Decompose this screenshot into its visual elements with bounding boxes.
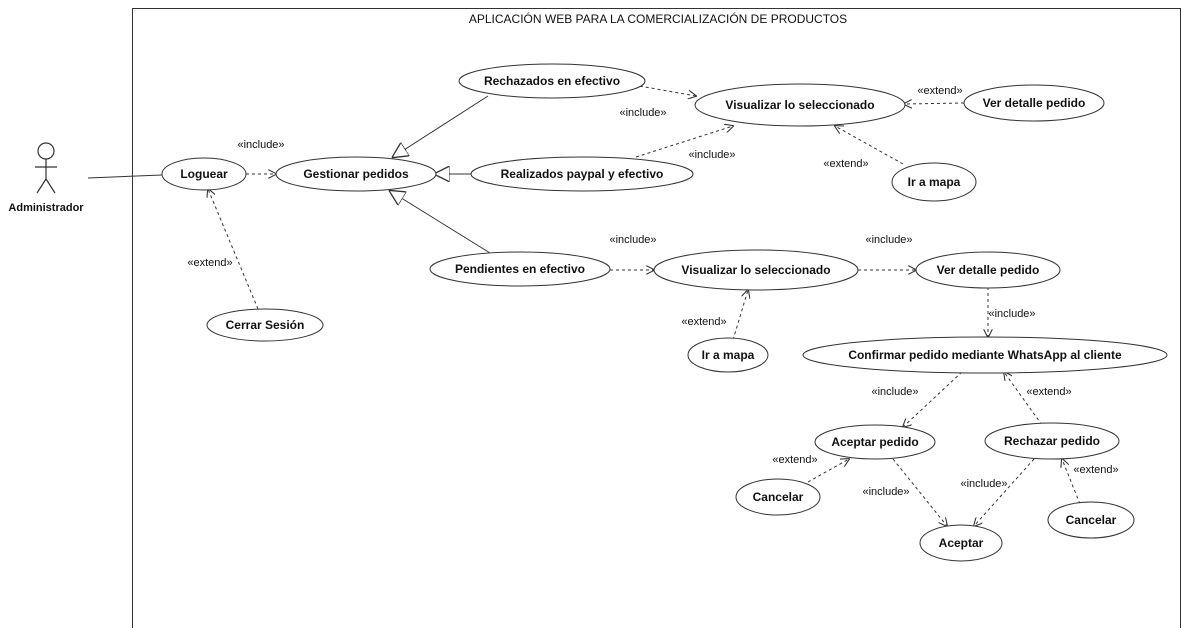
use-case-label: Loguear — [180, 167, 228, 181]
use-case-rechazar-pedido[interactable]: Rechazar pedido — [984, 422, 1120, 460]
label-include-pendientes: «include» — [609, 234, 656, 246]
use-case-cancelar-1[interactable]: Cancelar — [735, 478, 821, 516]
use-case-label: Realizados paypal y efectivo — [501, 167, 664, 181]
actor-label: Administrador — [8, 202, 84, 214]
label-extend-cancelar1: «extend» — [772, 454, 817, 466]
actor-head — [37, 142, 55, 160]
use-case-label: Rechazar pedido — [1004, 434, 1100, 448]
use-case-gestionar-pedidos[interactable]: Gestionar pedidos — [275, 156, 437, 192]
use-case-ver-detalle-pedido-1[interactable]: Ver detalle pedido — [963, 84, 1105, 122]
use-case-label: Gestionar pedidos — [303, 167, 409, 181]
use-case-label: Pendientes en efectivo — [455, 262, 585, 276]
label-extend-verdetalle: «extend» — [917, 85, 962, 97]
extend-cerrar-loguear — [208, 189, 259, 310]
use-case-label: Rechazados en efectivo — [484, 74, 620, 88]
label-include-realizados: «include» — [688, 149, 735, 161]
extend-verdetalle-visualizar — [904, 103, 965, 104]
include-rechazar-aceptar — [974, 458, 1035, 526]
extend-rechazar-confirmar — [1004, 372, 1043, 426]
relationship-labels: «include» «extend» «include» «include» «… — [187, 85, 1118, 498]
use-case-label: Cancelar — [753, 490, 804, 504]
use-case-label: Aceptar — [939, 536, 984, 550]
label-extend-cerrar: «extend» — [187, 257, 232, 269]
use-case-label: Ir a mapa — [702, 348, 755, 362]
association-actor-loguear — [87, 174, 163, 179]
system-title: APLICACIÓN WEB PARA LA COMERCIALIZACIÓN … — [469, 11, 847, 26]
use-case-ir-a-mapa-1[interactable]: Ir a mapa — [891, 162, 977, 202]
label-include-loguear: «include» — [237, 139, 284, 151]
use-case-label: Confirmar pedido mediante WhatsApp al cl… — [848, 348, 1122, 362]
use-case-rechazados-en-efectivo[interactable]: Rechazados en efectivo — [458, 63, 646, 99]
extend-irmapa2-visualizar2 — [732, 290, 748, 341]
use-case-confirmar-pedido-whatsapp[interactable]: Confirmar pedido mediante WhatsApp al cl… — [802, 336, 1168, 374]
use-case-label: Visualizar lo seleccionado — [725, 98, 874, 112]
label-include-verdetalle2: «include» — [988, 308, 1035, 320]
use-case-label: Ver detalle pedido — [937, 263, 1040, 277]
use-case-aceptar-pedido[interactable]: Aceptar pedido — [814, 424, 936, 460]
label-include-rechazados: «include» — [619, 107, 666, 119]
system-boundary — [132, 8, 1181, 628]
label-extend-irmapa2: «extend» — [681, 316, 726, 328]
label-include-aceptarpedido: «include» — [862, 486, 909, 498]
use-case-label: Ir a mapa — [908, 175, 961, 189]
extend-irmapa-visualizar — [835, 126, 904, 165]
use-case-label: Ver detalle pedido — [983, 96, 1086, 110]
actor-left-leg — [36, 178, 47, 194]
include-realizados-visualizar — [635, 126, 733, 158]
use-case-pendientes-en-efectivo[interactable]: Pendientes en efectivo — [429, 251, 611, 287]
generalization-rechazados — [393, 95, 489, 157]
label-extend-irmapa: «extend» — [823, 158, 868, 170]
use-case-label: Aceptar pedido — [831, 435, 918, 449]
extend-cancelar1-aceptarpedido — [807, 459, 849, 483]
use-case-realizados-paypal[interactable]: Realizados paypal y efectivo — [470, 156, 694, 192]
actor-right-leg — [45, 178, 56, 194]
include-confirmar-aceptarpedido — [903, 371, 963, 427]
use-case-ver-detalle-pedido-2[interactable]: Ver detalle pedido — [915, 251, 1061, 289]
label-extend-rechazar: «extend» — [1026, 386, 1071, 398]
use-case-loguear[interactable]: Loguear — [161, 157, 247, 191]
label-include-rechazar: «include» — [960, 478, 1007, 490]
use-case-ir-a-mapa-2[interactable]: Ir a mapa — [687, 337, 769, 373]
extend-cancelar2-rechazar — [1062, 459, 1081, 505]
use-case-cerrar-sesion[interactable]: Cerrar Sesión — [206, 308, 324, 342]
use-case-label: Cerrar Sesión — [226, 318, 305, 332]
actor-administrador[interactable]: Administrador — [8, 142, 84, 214]
use-case-cancelar-2[interactable]: Cancelar — [1047, 501, 1135, 539]
use-case-visualizar-seleccionado-1[interactable]: Visualizar lo seleccionado — [694, 83, 906, 127]
use-case-visualizar-seleccionado-2[interactable]: Visualizar lo seleccionado — [653, 249, 859, 291]
label-include-visualizar2: «include» — [865, 234, 912, 246]
relationships — [87, 83, 1081, 526]
use-case-label: Cancelar — [1066, 513, 1117, 527]
include-aceptarpedido-aceptar — [892, 458, 947, 526]
label-extend-cancelar2: «extend» — [1073, 464, 1118, 476]
use-case-aceptar[interactable]: Aceptar — [919, 524, 1003, 562]
use-case-label: Visualizar lo seleccionado — [681, 263, 830, 277]
generalization-pendientes — [390, 191, 491, 254]
label-include-confirmar: «include» — [871, 386, 918, 398]
